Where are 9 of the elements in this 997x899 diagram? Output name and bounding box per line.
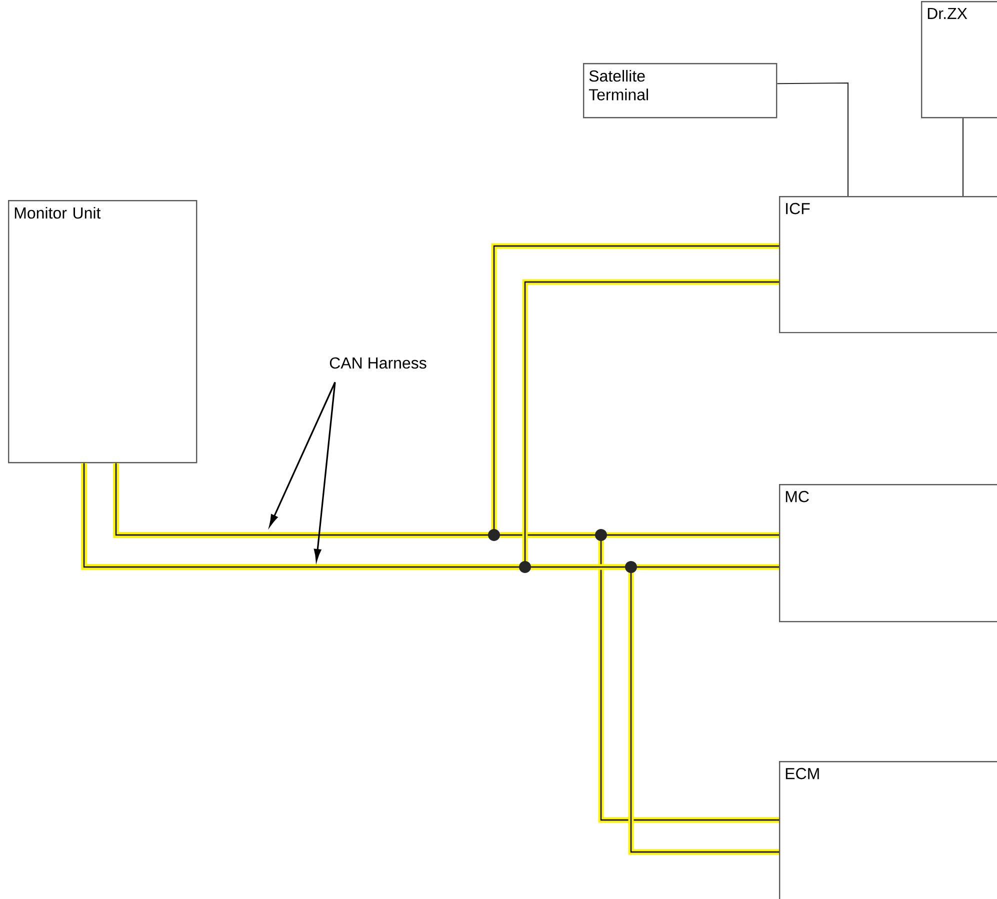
module-box: ICF — [779, 196, 997, 334]
monitor-box: Monitor Unit — [8, 200, 198, 464]
connector-line — [777, 82, 849, 196]
connector-line — [962, 118, 964, 196]
module-box: ECM — [779, 761, 997, 899]
terminal-box: Satellite Terminal — [583, 63, 778, 118]
module-box: Dr.ZX — [921, 1, 997, 118]
harness-label: CAN Harness — [330, 357, 426, 369]
module-box: MC — [779, 484, 997, 622]
